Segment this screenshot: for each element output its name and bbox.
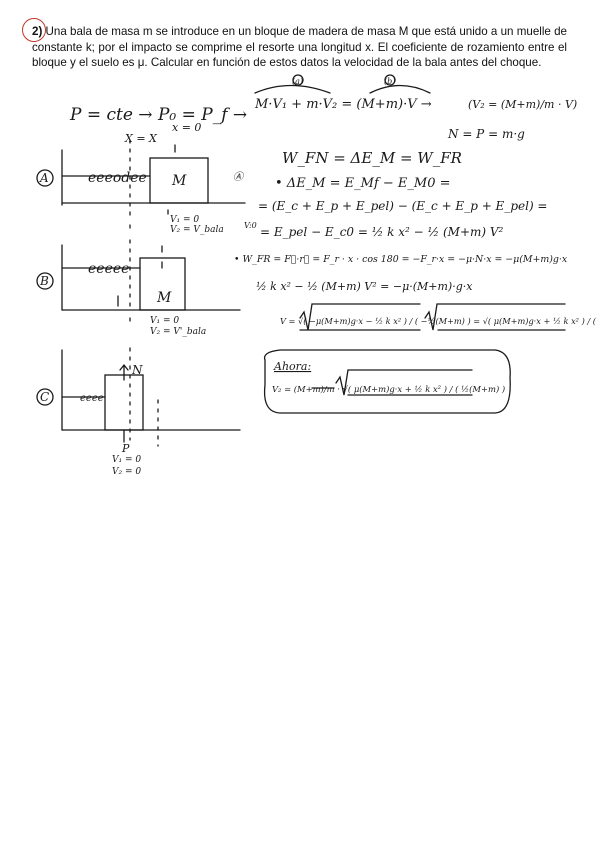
stage-b-v1: V₁ = 0 bbox=[150, 316, 179, 326]
energy-balance: ½ k x² − ½ (M+m) V² = −μ·(M+m)·g·x bbox=[256, 280, 473, 293]
spring-c-icon: eeee bbox=[80, 393, 104, 404]
momentum-conservation: P = cte → P₀ = P_f → bbox=[69, 105, 247, 125]
stage-a-label: A bbox=[39, 171, 49, 185]
stage-b-label: B bbox=[39, 274, 49, 288]
spring-a-icon: eeeodee bbox=[88, 170, 147, 186]
friction-work: • W_FR = F⃗·r⃗ = F_r · x · cos 180 = −F_… bbox=[234, 254, 568, 265]
block-a-label: M bbox=[171, 173, 187, 189]
stage-c-v2: V₂ = 0 bbox=[112, 467, 141, 477]
stage-c-label: C bbox=[40, 390, 49, 404]
spring-b-icon: eeeee bbox=[88, 261, 129, 277]
energy-work-equation: W_FN = ΔE_M = W_FR bbox=[282, 149, 462, 167]
x-zero-label: x = 0 bbox=[172, 121, 201, 134]
problem-statement: 2) Una bala de masa m se introduce en un… bbox=[32, 24, 567, 71]
stage-a-v1: V₁ = 0 bbox=[170, 215, 199, 225]
normal-force-label: N bbox=[131, 363, 143, 377]
side-note-icon: Ⓐ bbox=[233, 171, 245, 183]
stage-b-v2: V₂ = V'_bala bbox=[150, 327, 206, 337]
result-title: Ahora: bbox=[273, 360, 311, 373]
problem-number: 2) bbox=[32, 25, 43, 38]
energy-delta: • ΔE_M = E_Mf − E_M0 = bbox=[275, 176, 451, 191]
x-equal-label: X = X bbox=[124, 132, 158, 145]
velocity-solution: V = √( −μ(M+m)g·x − ½ k x² ) / ( −½(M+m)… bbox=[280, 316, 599, 326]
energy-expansion: = (E_c + E_p + E_pel) − (E_c + E_p + E_p… bbox=[258, 199, 548, 213]
energy-result: = E_pel − E_c0 = ½ k x² − ½ (M+m) V² bbox=[260, 225, 504, 239]
stage-c-v1: V₁ = 0 bbox=[112, 455, 141, 465]
v2-expression: (V₂ = (M+m)/m · V) bbox=[468, 98, 577, 111]
block-b-label: M bbox=[156, 290, 172, 306]
final-result: V₂ = (M+m)/m · √( μ(M+m)g·x + ½ k x² ) /… bbox=[272, 384, 505, 394]
weight-force-label: P bbox=[121, 442, 130, 455]
problem-text: Una bala de masa m se introduce en un bl… bbox=[32, 25, 567, 70]
stage-a-v2: V₂ = V_bala bbox=[170, 225, 224, 235]
brace-label-b: (b) bbox=[384, 77, 395, 86]
normal-equals-weight: N = P = m·g bbox=[447, 127, 525, 141]
brace-label-a: (a) bbox=[292, 77, 303, 86]
momentum-equation: M·V₁ + m·V₂ = (M+m)·V → bbox=[254, 97, 432, 112]
v-zero-label: V:0 bbox=[244, 221, 257, 230]
